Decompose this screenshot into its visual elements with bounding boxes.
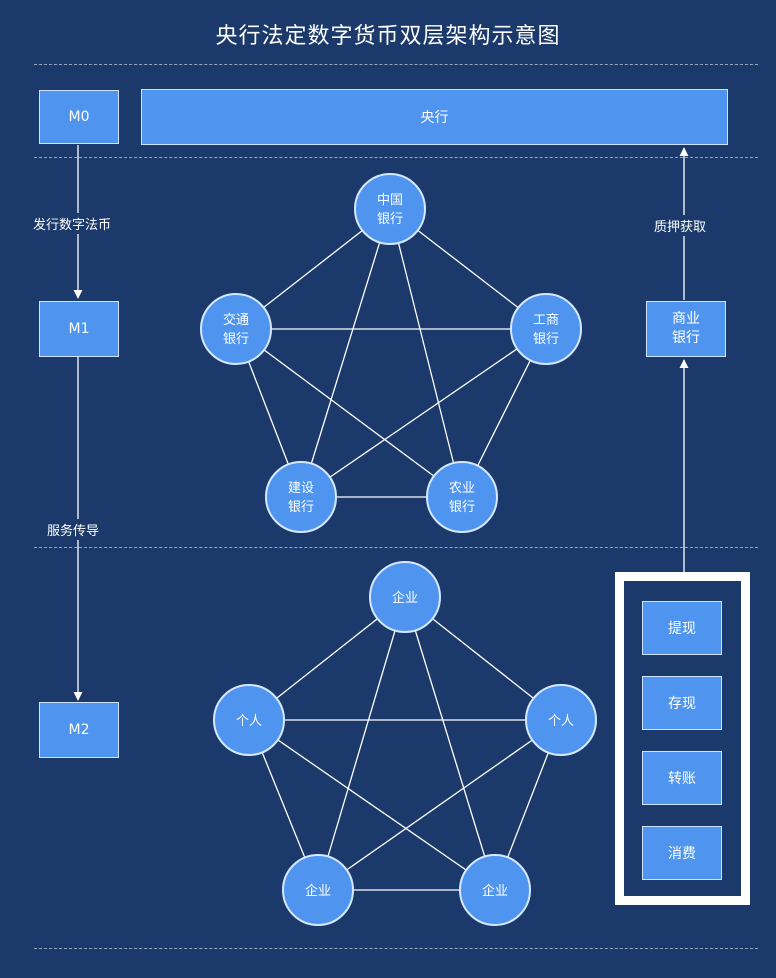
bank-label: 银行 xyxy=(377,212,403,227)
m0-box: M0 xyxy=(39,90,119,144)
m2-box: M2 xyxy=(39,702,119,758)
op-transfer-box: 转账 xyxy=(642,751,722,805)
entity-label: 企业 xyxy=(482,883,508,899)
bank-label: 银行 xyxy=(449,500,475,515)
bank-node xyxy=(510,293,582,365)
pledge-label: 质押获取 xyxy=(652,215,709,236)
entity-node xyxy=(213,684,285,756)
bank-label: 交通 xyxy=(223,312,249,328)
service-label: 服务传导 xyxy=(45,519,102,540)
divider-middle xyxy=(34,547,758,548)
bank-link xyxy=(389,208,463,498)
bank-label: 银行 xyxy=(223,332,249,347)
bank-label: 中国 xyxy=(377,193,403,208)
entity-label: 个人 xyxy=(548,714,574,729)
bank-node xyxy=(265,461,337,533)
bank-node xyxy=(200,293,272,365)
entity-link xyxy=(317,596,406,891)
bank-label: 农业 xyxy=(449,481,475,496)
bank-label: 银行 xyxy=(288,500,314,515)
divider-top xyxy=(34,64,758,65)
entity-label: 企业 xyxy=(392,590,418,606)
bank-link xyxy=(300,328,547,498)
entity-network: 企业个人企业企业个人 xyxy=(213,561,597,926)
bank-label: 建设 xyxy=(288,481,314,496)
bank-node xyxy=(426,461,498,533)
entity-label: 企业 xyxy=(305,883,331,899)
divider-central xyxy=(34,157,758,158)
divider-bottom xyxy=(34,948,758,949)
op-withdraw-box: 提现 xyxy=(642,601,722,655)
operations-panel xyxy=(615,572,750,905)
entity-node xyxy=(525,684,597,756)
issue-label: 发行数字法币 xyxy=(31,213,114,234)
entity-link xyxy=(404,596,496,891)
commercial-bank-box: 商业 银行 xyxy=(646,301,726,357)
entity-link xyxy=(248,719,496,891)
op-consume-box: 消费 xyxy=(642,826,722,880)
bank-label: 银行 xyxy=(533,332,559,347)
bank-node xyxy=(354,173,426,245)
bank-link xyxy=(300,208,391,498)
bank-link xyxy=(235,328,463,498)
entity-node xyxy=(369,561,441,633)
op-deposit-box: 存现 xyxy=(642,676,722,730)
central-bank-box: 央行 xyxy=(141,89,728,145)
entity-label: 个人 xyxy=(236,714,262,729)
entity-node xyxy=(459,854,531,926)
entity-node xyxy=(282,854,354,926)
bank-label: 工商 xyxy=(533,313,559,328)
m1-box: M1 xyxy=(39,301,119,357)
page-title: 央行法定数字货币双层架构示意图 xyxy=(215,24,561,49)
entity-link xyxy=(317,719,562,891)
